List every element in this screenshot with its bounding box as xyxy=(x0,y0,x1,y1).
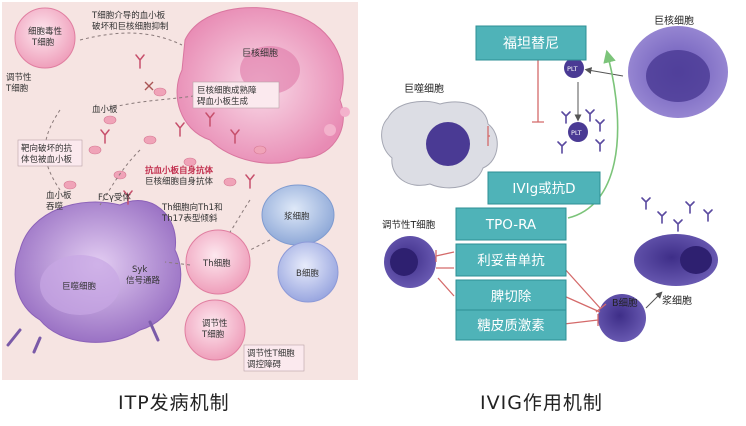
label-fcr: FCγ受体 xyxy=(98,192,131,203)
label-anti-mk: 巨核细胞自身抗体 xyxy=(145,176,214,187)
label-treg-dys: 调节性T细胞 调控障碍 xyxy=(247,348,297,370)
svg-text:脾切除: 脾切除 xyxy=(491,289,532,305)
label-platelet: 血小板 xyxy=(92,104,118,115)
antibodies-right xyxy=(557,109,713,232)
box-splenectomy: 脾切除 xyxy=(455,279,567,313)
plt-marker-mid: PLT xyxy=(568,122,588,142)
box-bound-plt xyxy=(17,139,83,167)
svg-text:IVIg或抗D: IVIg或抗D xyxy=(512,181,575,197)
label-th: Th细胞 xyxy=(202,258,231,269)
macrophage-cell-right xyxy=(381,100,498,189)
box-mk-damage xyxy=(192,81,280,109)
arrow-mk-to-plt xyxy=(584,67,624,77)
box-steroid: 糖皮质激素 xyxy=(455,309,567,341)
label-treg-left: 调节性 T细胞 xyxy=(5,72,34,94)
plasma-cell-right xyxy=(634,234,718,286)
label-t-mediated: T细胞介导的血小板 破坏和巨核细胞抑制 xyxy=(91,10,169,32)
label-b-cell-right: B细胞 xyxy=(612,297,638,309)
treg-cell-bottom xyxy=(184,299,246,361)
label-plt-phago: 血小板 吞噬 xyxy=(46,190,74,212)
svg-text:利妥昔单抗: 利妥昔单抗 xyxy=(477,253,545,269)
platelets xyxy=(23,87,267,190)
box-treg-dys xyxy=(243,344,305,372)
label-th-shift: Th细胞向Th1和 Th17表型倾斜 xyxy=(161,202,225,224)
label-plasma-right: 浆细胞 xyxy=(662,294,692,307)
antibodies xyxy=(100,54,255,205)
ivig-mechanism-diagram: 巨核细胞 巨噬细胞 PLT PLT 浆细胞 调节性T细胞 xyxy=(381,14,728,342)
megakaryocyte-cell-right xyxy=(628,26,728,118)
label-macrophage: 巨噬细胞 xyxy=(62,281,97,292)
label-treg-right: 调节性T细胞 xyxy=(382,219,436,231)
macrophage-cell xyxy=(6,200,182,354)
box-rituximab: 利妥昔单抗 xyxy=(455,243,567,277)
inhibit-x-mark xyxy=(144,81,154,91)
box-tpo-ra: TPO-RA xyxy=(455,207,567,241)
plt-marker-top: PLT xyxy=(564,58,584,78)
caption-itp: ITP发病机制 xyxy=(118,392,230,414)
cytotoxic-t-cell xyxy=(14,7,76,69)
label-megakaryocyte: 巨核细胞 xyxy=(242,47,278,59)
itp-mechanism-illustration: 巨核细胞 xyxy=(2,2,358,380)
inhibition-lines xyxy=(435,58,607,326)
label-megakaryocyte-right: 巨核细胞 xyxy=(654,14,694,27)
label-macrophage-right: 巨噬细胞 xyxy=(404,82,444,95)
svg-text:TPO-RA: TPO-RA xyxy=(485,217,537,233)
label-syk: Syk 信号通路 xyxy=(126,265,161,286)
th-cell xyxy=(185,229,251,295)
box-fostamatinib: 福坦替尼 xyxy=(475,25,587,61)
svg-text:PLT: PLT xyxy=(571,129,582,137)
label-bound-plt: 靶向破坏的抗 体包被血小板 xyxy=(21,143,75,165)
arrow-b-to-plasma xyxy=(645,291,663,309)
box-ivig: IVIg或抗D xyxy=(487,171,601,205)
label-treg-bottom: 调节性 T细胞 xyxy=(201,318,230,340)
svg-text:PLT: PLT xyxy=(567,65,578,73)
arrow-tpo-to-mk xyxy=(567,49,619,219)
b-cell-right xyxy=(598,294,646,342)
treg-cell-right xyxy=(384,236,436,288)
label-plasma: 浆细胞 xyxy=(284,211,310,222)
svg-text:糖皮质激素: 糖皮质激素 xyxy=(477,318,545,334)
caption-ivig: IVIG作用机制 xyxy=(480,392,603,414)
label-mk-damage: 巨核细胞成熟障 碍血小板生成 xyxy=(197,85,259,107)
svg-text:福坦替尼: 福坦替尼 xyxy=(503,36,559,52)
label-b-cell: B细胞 xyxy=(296,268,319,279)
label-cytotoxic-t: 细胞毒性 T细胞 xyxy=(28,26,65,48)
b-cell xyxy=(277,241,339,303)
label-anti-plt: 抗血小板自身抗体 xyxy=(145,165,214,176)
